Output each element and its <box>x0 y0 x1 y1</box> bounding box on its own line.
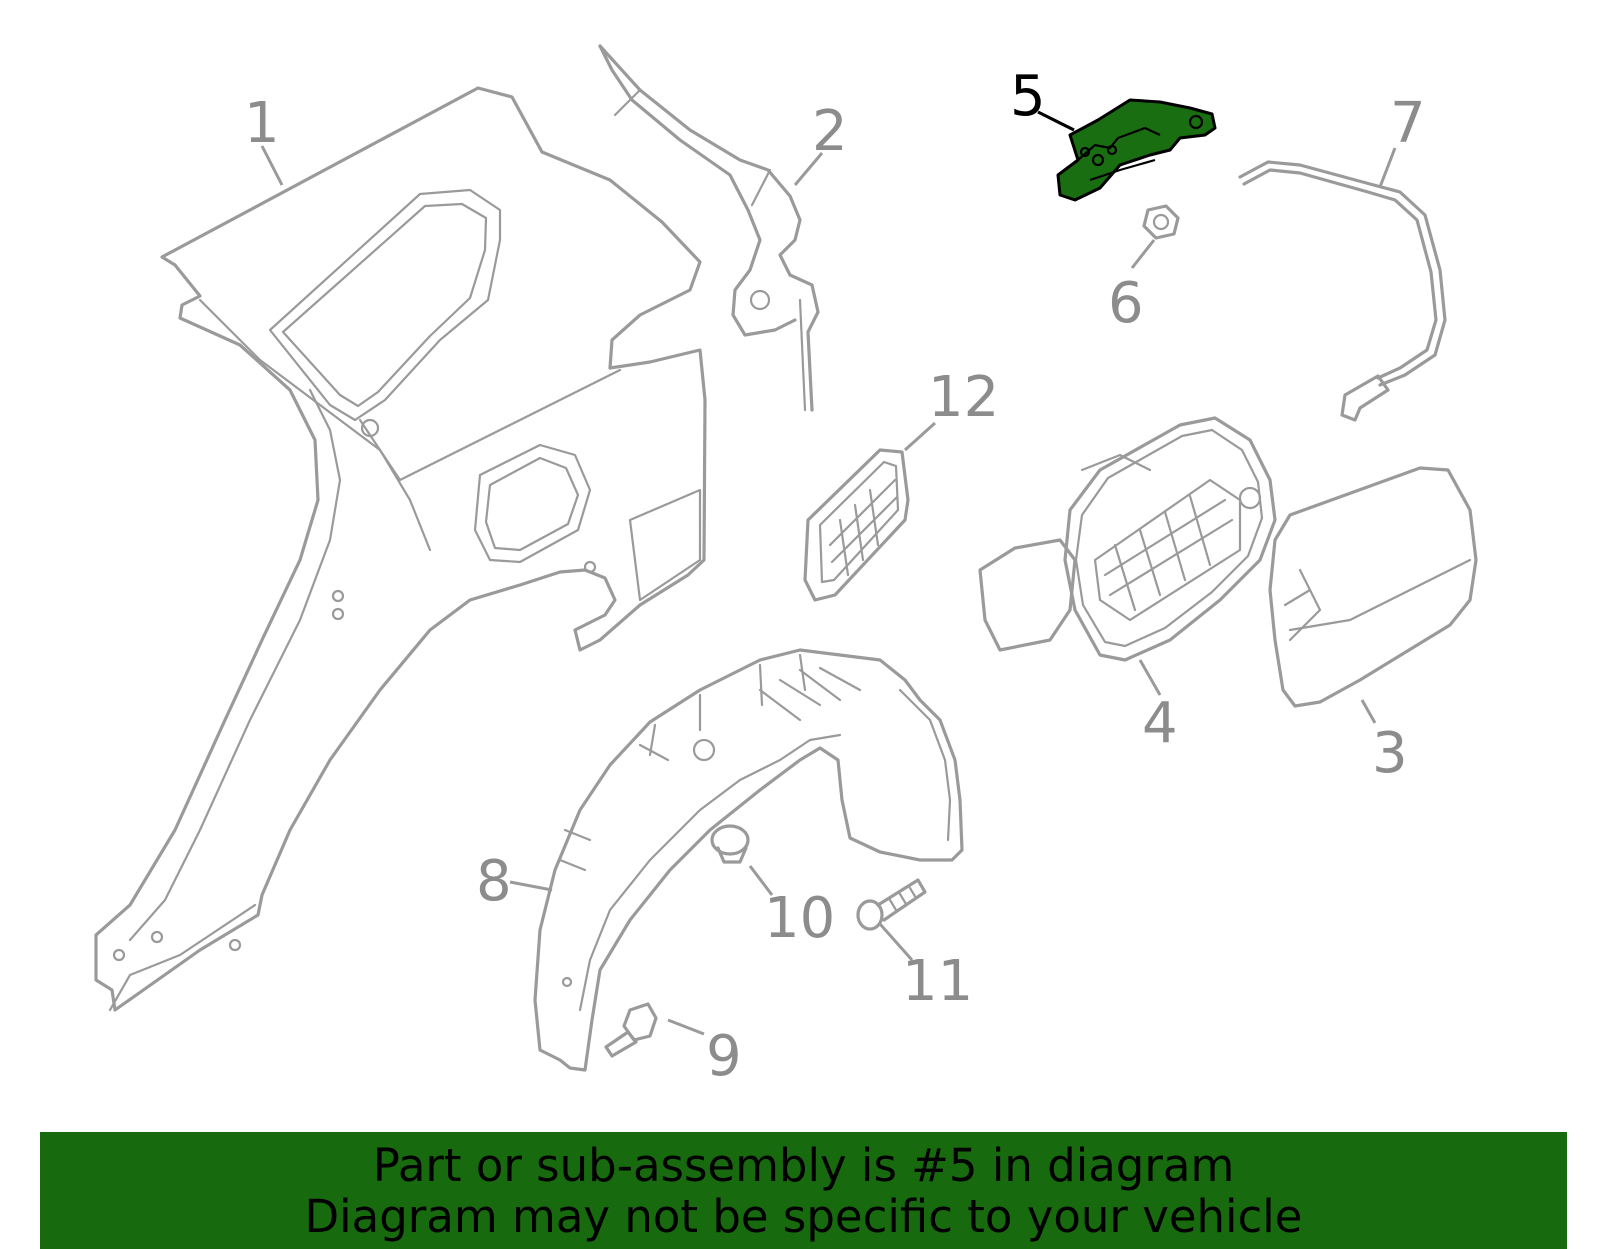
part-12-vent <box>803 448 910 602</box>
callout-2: 2 <box>812 99 848 164</box>
leader-7 <box>1378 147 1397 188</box>
callout-10: 10 <box>764 886 835 951</box>
leader-10 <box>748 865 774 896</box>
leader-2 <box>793 152 824 186</box>
callout-4: 4 <box>1142 691 1178 756</box>
callout-3: 3 <box>1372 721 1408 786</box>
callout-6: 6 <box>1108 271 1144 336</box>
part-1-quarter-panel <box>94 86 707 1012</box>
leader-3 <box>1360 699 1377 724</box>
part-11-screw <box>856 878 927 931</box>
part-4-filler-housing <box>978 416 1277 662</box>
callout-1: 1 <box>244 91 280 156</box>
leader-6 <box>1130 239 1156 269</box>
callout-8: 8 <box>476 849 512 914</box>
part-7-release-cable <box>1238 160 1447 422</box>
notice-banner: Part or sub-assembly is #5 in diagram Di… <box>40 1132 1567 1249</box>
part-6-nut <box>1142 204 1180 240</box>
part-9-clip <box>604 1002 658 1058</box>
part-8-wheel-liner <box>533 648 964 1072</box>
leader-11 <box>878 923 914 961</box>
callout-11: 11 <box>902 949 973 1014</box>
part-3-fuel-door <box>1268 466 1478 708</box>
callout-12: 12 <box>928 365 999 430</box>
callout-9: 9 <box>706 1024 742 1089</box>
leader-8 <box>509 880 553 892</box>
leader-4 <box>1138 659 1162 696</box>
callout-5: 5 <box>1010 64 1046 129</box>
leader-1 <box>260 145 284 186</box>
leader-lines <box>260 110 1397 1036</box>
banner-line-2: Diagram may not be specific to your vehi… <box>304 1190 1303 1243</box>
banner-line-1: Part or sub-assembly is #5 in diagram <box>372 1139 1235 1192</box>
callout-7: 7 <box>1390 91 1426 156</box>
leader-9 <box>667 1018 705 1036</box>
part-2-filler-bracket <box>598 44 820 412</box>
part-5-fuel-door-hinge <box>1056 98 1217 202</box>
leader-5 <box>1037 110 1075 132</box>
leader-12 <box>903 421 937 452</box>
part-10-grommet <box>710 824 750 864</box>
